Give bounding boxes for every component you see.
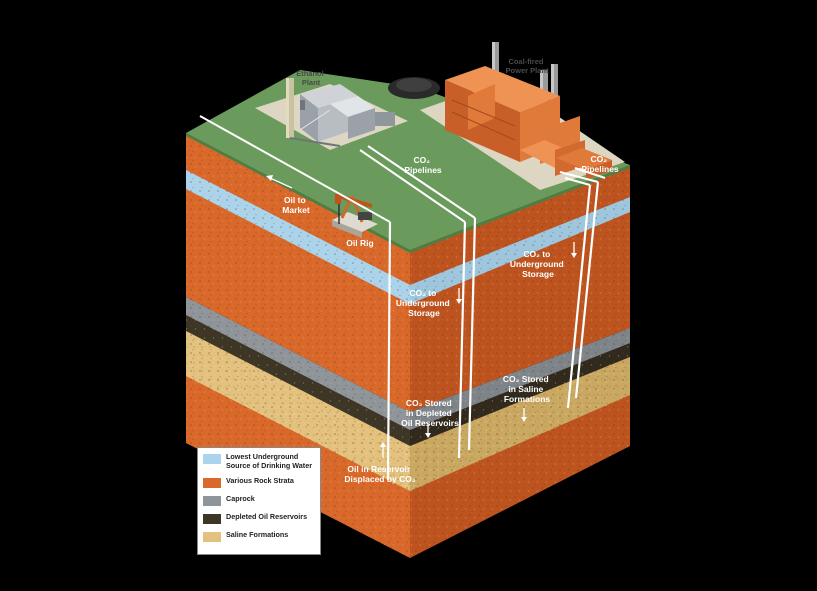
legend-item-rock: Various Rock Strata	[203, 476, 316, 488]
saline-swatch-icon	[203, 532, 221, 542]
co2-well-depleted-2	[467, 217, 477, 451]
ethanol-plant	[286, 78, 395, 147]
arrow-co2-down-depleted	[425, 424, 431, 438]
water-swatch-icon	[203, 454, 221, 464]
co2-storage-center-label: CO₂ to Underground Storage	[396, 288, 452, 318]
caprock-swatch-icon	[203, 496, 221, 506]
legend-item-oil: Depleted Oil Reservoirs	[203, 512, 316, 524]
arrow-co2-down-center	[456, 288, 462, 304]
co2-storage-right-label: CO₂ to Underground Storage	[510, 249, 566, 279]
legend-label: Lowest Underground Source of Drinking Wa…	[226, 452, 312, 470]
arrow-co2-down-saline	[521, 408, 527, 422]
power-plant-label: Coal-fired Power Plant	[506, 57, 549, 75]
co2-well-saline-2	[574, 181, 600, 399]
ethanol-tower	[286, 78, 294, 138]
co2-pipelines-right-label: CO₂ Pipelines	[581, 154, 619, 174]
co2-well-saline-1	[566, 184, 592, 409]
oil-pipeline-surface	[199, 115, 391, 223]
legend-item-saline: Saline Formations	[203, 530, 316, 542]
legend-label: Saline Formations	[226, 530, 289, 539]
legend: Lowest Underground Source of Drinking Wa…	[197, 447, 321, 555]
oil-rig-label: Oil Rig	[346, 238, 373, 248]
co2-pipeline-surface-5	[574, 167, 606, 179]
side-face	[410, 165, 630, 558]
co2-pipeline-surface-1	[359, 149, 466, 223]
power-plant	[445, 42, 612, 180]
legend-label: Various Rock Strata	[226, 476, 294, 485]
legend-label: Caprock	[226, 494, 255, 503]
oil-to-market-label: Oil to Market	[282, 195, 310, 215]
legend-item-water: Lowest Underground Source of Drinking Wa…	[203, 452, 316, 470]
co2-pipeline-surface-4	[559, 171, 599, 183]
pipelines	[199, 115, 606, 223]
oil-rig	[332, 194, 378, 238]
flow-arrows	[266, 175, 577, 458]
co2-saline-label: CO₂ Stored in Saline Formations	[503, 374, 551, 404]
wells	[386, 181, 600, 481]
co2-pipeline-surface-3	[564, 177, 591, 186]
arrow-oil-up	[380, 442, 386, 458]
oil-reservoir-swatch-icon	[203, 514, 221, 524]
oil-well	[386, 221, 392, 481]
ethanol-plant-label: Ethanol Plant	[296, 69, 326, 87]
co2-depleted-label: CO₂ Stored in Depleted Oil Reservoirs	[401, 398, 459, 428]
legend-label: Depleted Oil Reservoirs	[226, 512, 308, 521]
co2-well-depleted-1	[457, 221, 467, 459]
arrow-oil-to-market	[266, 175, 293, 189]
legend-item-caprock: Caprock	[203, 494, 316, 506]
arrow-co2-down-right	[571, 242, 577, 258]
oil-displaced-label: Oil in Reservoir Displaced by CO₂	[344, 464, 416, 484]
rock-swatch-icon	[203, 478, 221, 488]
co2-pipelines-left-label: CO₂ Pipelines	[404, 155, 442, 175]
co2-pipeline-surface-2	[367, 145, 476, 219]
